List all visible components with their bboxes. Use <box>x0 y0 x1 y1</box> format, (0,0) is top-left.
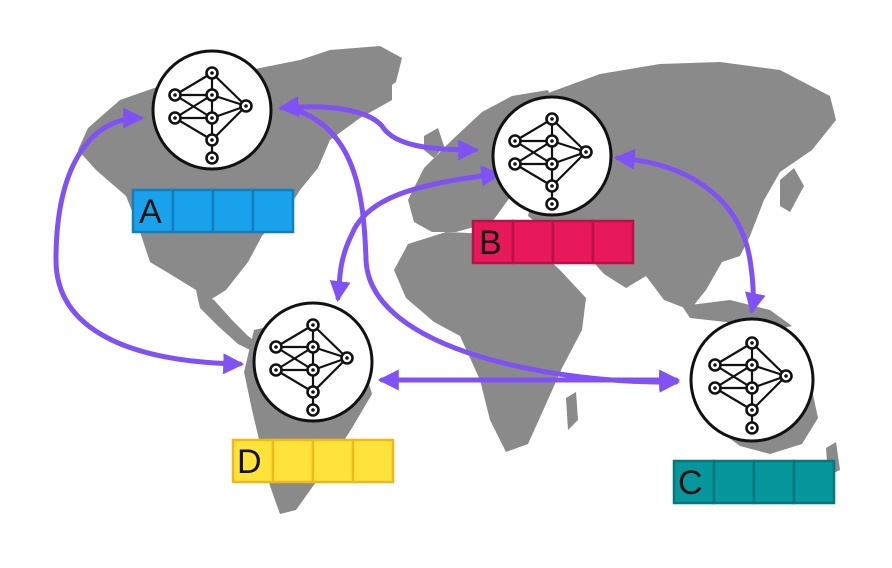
link-b-c <box>613 148 766 315</box>
data-cell <box>271 438 315 484</box>
data-cell <box>311 438 355 484</box>
node-c <box>689 317 815 443</box>
map-greenland <box>300 46 402 100</box>
data-cell <box>792 459 836 505</box>
link-a-d <box>53 107 245 375</box>
map-japan <box>780 168 804 212</box>
data-cell <box>251 188 295 234</box>
node-a <box>151 49 273 171</box>
data-cell <box>752 459 796 505</box>
map-africa <box>394 232 586 452</box>
data-cell <box>511 219 555 265</box>
node-label-b: B <box>479 224 502 262</box>
links <box>53 96 766 393</box>
node-label-d: D <box>237 443 262 481</box>
data-cell <box>211 188 255 234</box>
data-bar-c: C <box>672 459 836 505</box>
data-bar-b: B <box>471 219 635 265</box>
link-a-b <box>277 96 480 161</box>
data-cell <box>712 459 756 505</box>
map-madagascar <box>566 392 578 430</box>
node-b <box>491 95 613 217</box>
data-bar-d: D <box>231 438 395 484</box>
link-b-d <box>329 165 503 303</box>
data-cell <box>351 438 395 484</box>
data-cell <box>672 459 716 505</box>
node-label-c: C <box>678 464 703 502</box>
data-cell <box>551 219 595 265</box>
data-cell <box>171 188 215 234</box>
node-d <box>252 301 374 423</box>
node-label-a: A <box>139 193 162 231</box>
data-bar-a: A <box>131 188 295 234</box>
data-cell <box>591 219 635 265</box>
